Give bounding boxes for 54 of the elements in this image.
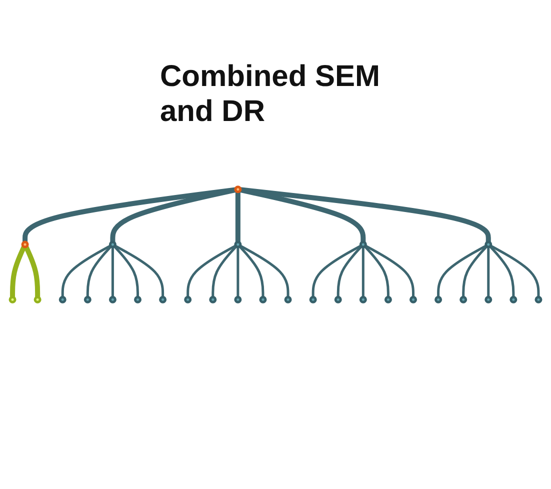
- connector: [487, 247, 490, 298]
- connector: [212, 246, 238, 298]
- circle-node: [309, 296, 317, 304]
- connector: [364, 246, 390, 298]
- circle-node: [434, 296, 442, 304]
- connector: [61, 244, 112, 298]
- connector: [336, 246, 362, 298]
- connector: [24, 246, 40, 298]
- circle-node: [21, 240, 29, 248]
- connector: [462, 246, 488, 298]
- connector: [114, 244, 164, 298]
- circle-node: [184, 296, 192, 304]
- circle-node: [8, 296, 16, 304]
- circle-node: [534, 296, 542, 304]
- circle-node: [234, 186, 242, 194]
- connector: [489, 246, 515, 298]
- circle-node: [410, 296, 417, 304]
- connector: [10, 246, 26, 298]
- caption-text: Combined SEM and DR: [160, 60, 380, 129]
- connector: [111, 247, 114, 298]
- connector: [362, 247, 364, 298]
- connector: [186, 244, 236, 298]
- circle-node: [259, 296, 267, 304]
- circle-node: [359, 240, 367, 248]
- circle-node: [384, 296, 392, 304]
- circle-node: [134, 296, 142, 304]
- circle-node: [484, 240, 492, 248]
- connector: [240, 187, 491, 242]
- circle-node: [209, 296, 217, 304]
- connector: [238, 246, 264, 298]
- connector: [240, 244, 290, 298]
- circle-node: [234, 296, 242, 304]
- circle-node: [284, 296, 292, 304]
- circle-node: [234, 240, 242, 248]
- circle-node: [58, 296, 66, 304]
- circle-node: [484, 296, 492, 304]
- circle-node: [510, 296, 518, 304]
- circle-node: [460, 296, 468, 304]
- connector: [364, 244, 414, 298]
- connector: [22, 187, 236, 242]
- connector: [437, 244, 487, 298]
- circle-node: [34, 296, 42, 304]
- connector: [86, 246, 112, 298]
- circle-node: [159, 296, 167, 304]
- circle-node: [108, 296, 116, 304]
- connector: [312, 244, 362, 298]
- connector: [490, 244, 540, 298]
- connector: [236, 247, 240, 298]
- circle-node: [359, 296, 367, 304]
- circle-node: [334, 296, 342, 304]
- connector: [113, 246, 139, 298]
- circle-node: [108, 240, 116, 248]
- circle-node: [84, 296, 92, 304]
- connector: [235, 192, 240, 242]
